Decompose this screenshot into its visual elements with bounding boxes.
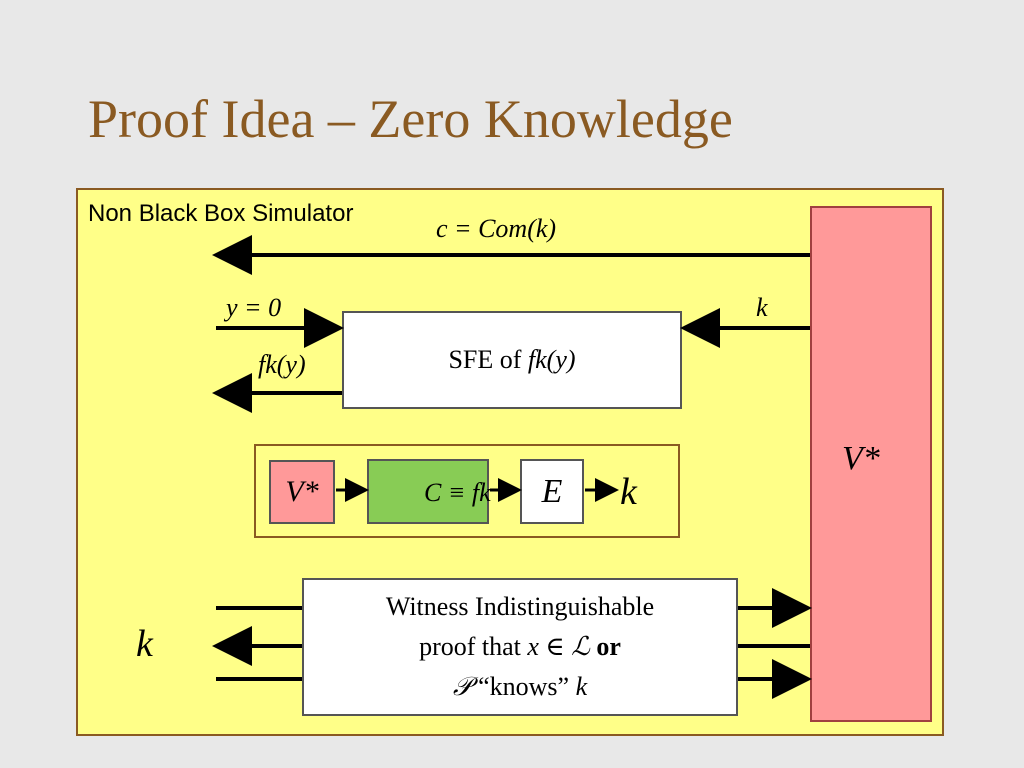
wi-proof-box: Witness Indistinguishable proof that x ∈… bbox=[302, 578, 738, 716]
k-top-label: k bbox=[756, 293, 768, 322]
wi-proof-prover: 𝒫 bbox=[452, 672, 472, 701]
small-verifier-label: V* bbox=[285, 475, 319, 508]
wi-proof-knows: “knows” bbox=[478, 672, 570, 701]
simulator-panel-label: Non Black Box Simulator bbox=[88, 200, 354, 227]
sfe-box-function: fk(y) bbox=[527, 345, 576, 374]
wi-proof-or: or bbox=[596, 632, 621, 661]
sfe-box: SFE of fk(y) bbox=[342, 311, 682, 409]
y-input-label: y = 0 bbox=[226, 293, 282, 322]
wi-proof-line2: proof that x ∈ ℒ or bbox=[419, 627, 621, 667]
sfe-box-prefix: SFE of bbox=[448, 345, 528, 374]
circuit-box bbox=[367, 459, 489, 524]
verifier-box bbox=[810, 206, 932, 722]
circuit-label: C ≡ fk bbox=[424, 478, 491, 507]
k-left-label: k bbox=[136, 623, 153, 665]
wi-proof-line3: 𝒫 “knows” k bbox=[453, 667, 587, 707]
extractor-label: E bbox=[541, 472, 563, 510]
wi-proof-line2-prefix: proof that bbox=[419, 632, 528, 661]
extractor-box: E bbox=[520, 459, 584, 524]
wi-proof-k: k bbox=[575, 672, 588, 701]
f-output-label: fk(y) bbox=[258, 350, 306, 379]
commitment-label: c = Com(k) bbox=[436, 214, 557, 243]
extracted-key-label: k bbox=[620, 471, 637, 513]
small-verifier-box: V* bbox=[269, 460, 335, 524]
slide-title: Proof Idea – Zero Knowledge bbox=[88, 89, 733, 149]
wi-proof-line1: Witness Indistinguishable bbox=[385, 592, 655, 621]
wi-proof-language: x ∈ ℒ bbox=[527, 632, 590, 661]
verifier-box-label: V* bbox=[842, 440, 880, 477]
